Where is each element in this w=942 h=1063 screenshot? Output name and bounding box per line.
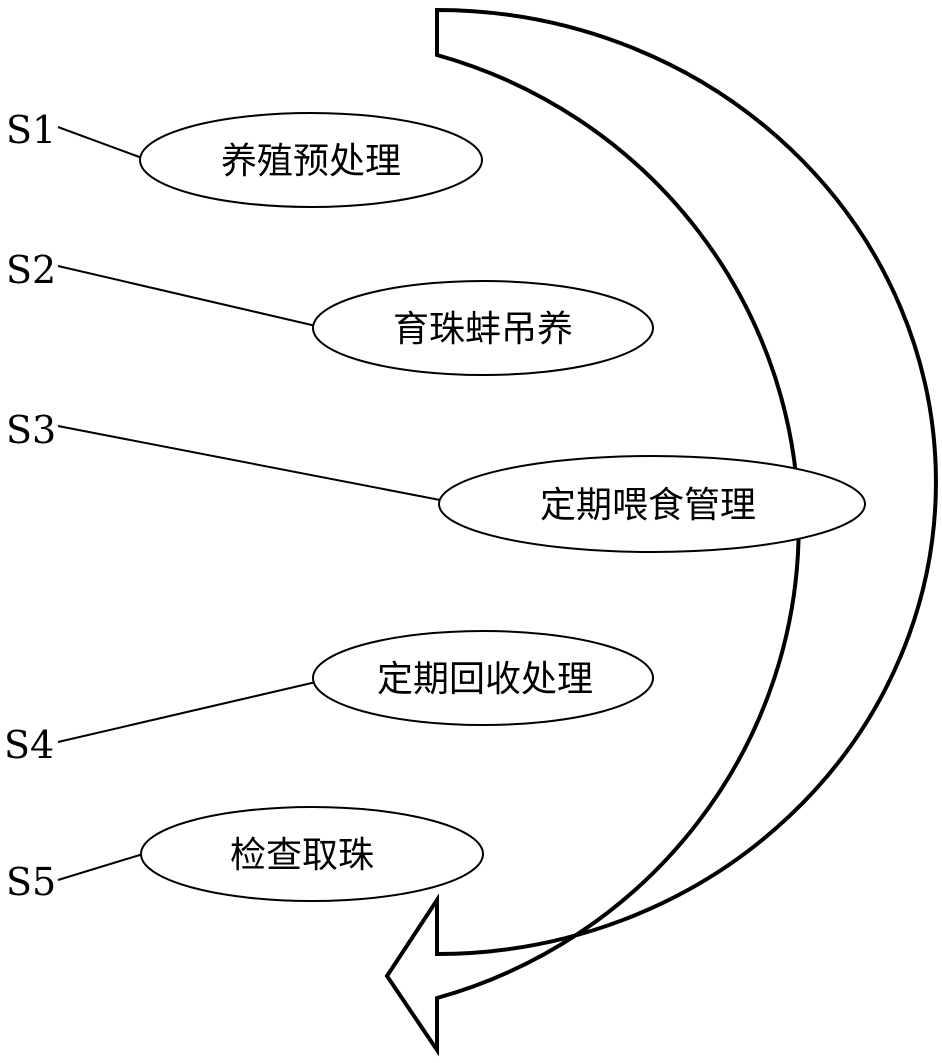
- step-text-s5: 检查取珠: [230, 835, 374, 876]
- step-text-s2: 育珠蚌吊养: [393, 309, 573, 350]
- step-text-s3: 定期喂食管理: [540, 485, 756, 526]
- leader-line-s4: [58, 682, 316, 742]
- step-s5: S5 检查取珠: [6, 807, 483, 904]
- leader-line-s2: [58, 266, 316, 326]
- step-s3: S3 定期喂食管理: [6, 408, 865, 552]
- leader-line-s3: [58, 426, 440, 500]
- step-text-s4: 定期回收处理: [377, 659, 593, 700]
- step-label-s5: S5: [6, 860, 56, 904]
- leader-line-s5: [58, 854, 143, 880]
- step-label-s2: S2: [6, 248, 56, 292]
- step-s4: S4 定期回收处理: [4, 631, 653, 767]
- step-s2: S2 育珠蚌吊养: [6, 248, 653, 375]
- step-label-s4: S4: [4, 723, 54, 767]
- step-label-s1: S1: [6, 108, 56, 152]
- step-s1: S1 养殖预处理: [6, 108, 482, 207]
- step-text-s1: 养殖预处理: [221, 141, 401, 182]
- step-label-s3: S3: [6, 408, 56, 452]
- leader-line-s1: [58, 127, 142, 158]
